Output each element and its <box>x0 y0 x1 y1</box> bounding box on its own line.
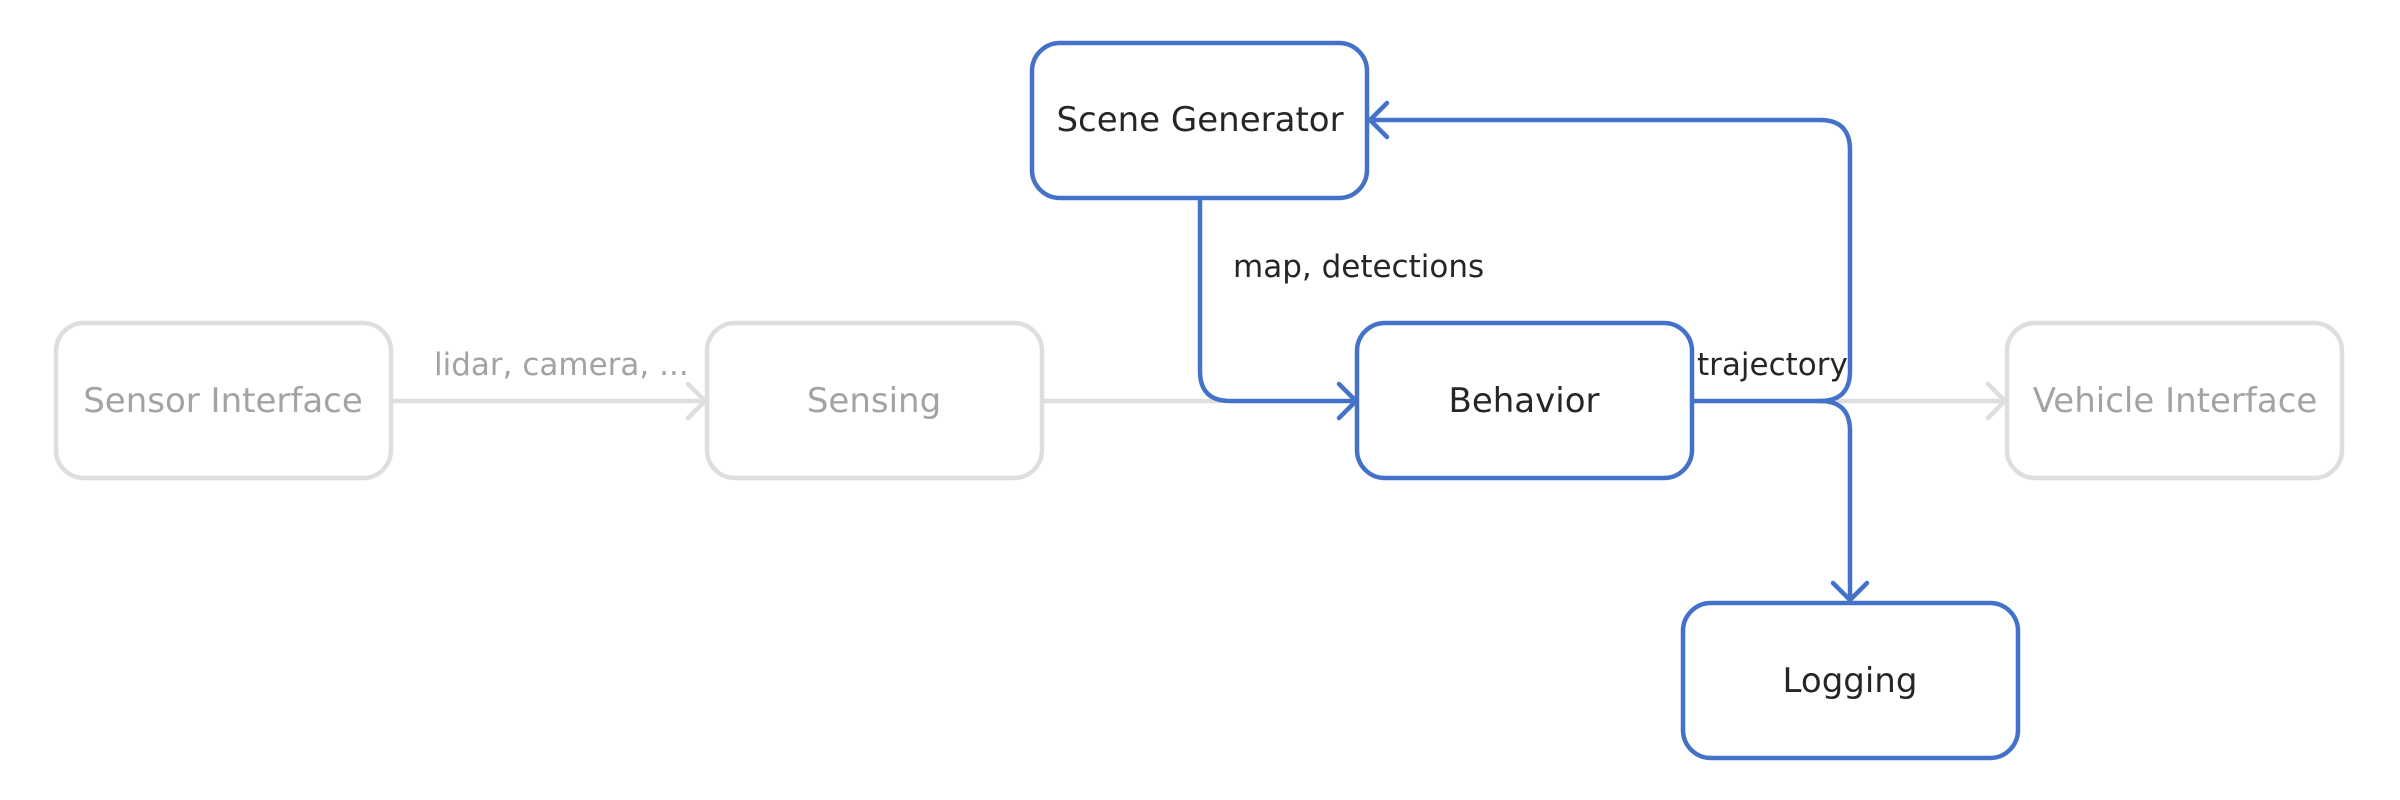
node-behavior-label: Behavior <box>1449 381 1600 421</box>
edge-behavior-to-logging <box>1817 398 1853 603</box>
node-logging[interactable]: Logging <box>1680 600 2021 761</box>
edges-active <box>1197 100 1870 603</box>
node-logging-label: Logging <box>1783 661 1918 701</box>
node-scene-generator-label: Scene Generator <box>1056 100 1343 140</box>
node-sensor-interface[interactable]: Sensor Interface <box>53 320 394 481</box>
edge-behavior-to-scene <box>1367 117 1853 404</box>
edge-behavior-to-scene-arrowhead <box>1367 100 1390 140</box>
edge-labels: lidar, camera, ... map, detections traje… <box>434 249 1848 383</box>
node-sensing-label: Sensing <box>807 381 941 421</box>
edge-label-lidar-camera: lidar, camera, ... <box>434 347 689 383</box>
edge-behavior-to-logging-arrowhead <box>1830 580 1870 603</box>
edge-label-trajectory: trajectory <box>1697 347 1848 383</box>
node-behavior[interactable]: Behavior <box>1354 320 1695 481</box>
node-vehicle-interface[interactable]: Vehicle Interface <box>2004 320 2345 481</box>
node-sensor-interface-label: Sensor Interface <box>83 381 363 421</box>
edge-label-map-detections: map, detections <box>1233 249 1484 285</box>
edge-scene-to-behavior <box>1197 195 1359 404</box>
node-vehicle-interface-label: Vehicle Interface <box>2033 381 2318 421</box>
node-sensing[interactable]: Sensing <box>704 320 1045 481</box>
node-scene-generator[interactable]: Scene Generator <box>1029 40 1370 201</box>
